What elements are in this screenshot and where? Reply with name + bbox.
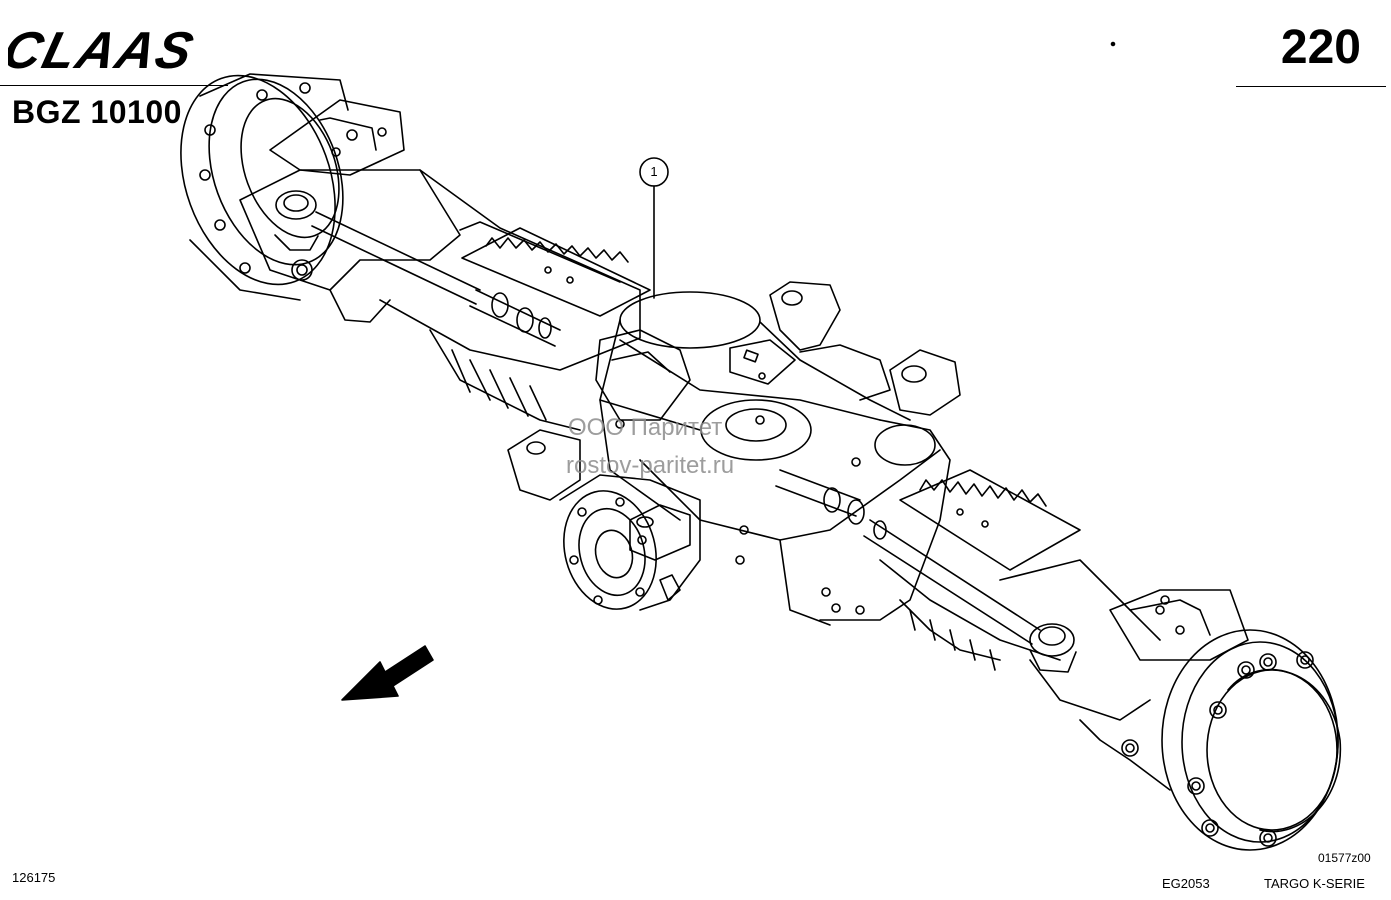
footer-series: TARGO K-SERIE [1264, 876, 1365, 891]
top-lid [595, 329, 796, 421]
left-ball-joint [274, 190, 319, 281]
left-tie-rod [311, 211, 561, 347]
header-rule-left [0, 85, 228, 86]
callout-1 [639, 157, 669, 299]
corner-dot [1110, 41, 1116, 47]
left-wheel-hub [180, 73, 349, 301]
differential-housing [599, 291, 951, 626]
footer-eg-code: EG2053 [1162, 876, 1210, 891]
claas-logo: CLAAS [8, 22, 201, 80]
right-knuckle [1079, 589, 1249, 791]
watermark-company: ООО Паритет [568, 414, 723, 441]
callout-1-label: 1 [650, 164, 658, 179]
center-bolts [615, 415, 865, 615]
right-mount-bracket [769, 281, 961, 416]
document-code: BGZ 10100 [12, 94, 182, 130]
arrow-down-left-icon [341, 645, 434, 701]
footer-left-number: 126175 [12, 870, 56, 885]
svg-text:CLAAS: CLAAS [8, 22, 201, 80]
left-axle-beam [379, 169, 641, 431]
left-lower-bracket [507, 429, 581, 501]
left-comb-plate [461, 227, 651, 317]
right-axle-beam [879, 559, 1161, 721]
header-rule-right [1236, 86, 1386, 87]
footer-drawing-ref: 01577z00 [1318, 851, 1371, 865]
right-tie-rod [775, 469, 1041, 645]
page-number: 220 [1280, 21, 1361, 74]
left-knuckle [239, 99, 461, 323]
pinion-flange [559, 474, 701, 611]
right-comb-plate [899, 469, 1081, 571]
right-wheel-hub [1161, 629, 1342, 851]
watermark-url: rostov-paritet.ru [566, 452, 735, 479]
right-ball-joint [1029, 623, 1077, 673]
